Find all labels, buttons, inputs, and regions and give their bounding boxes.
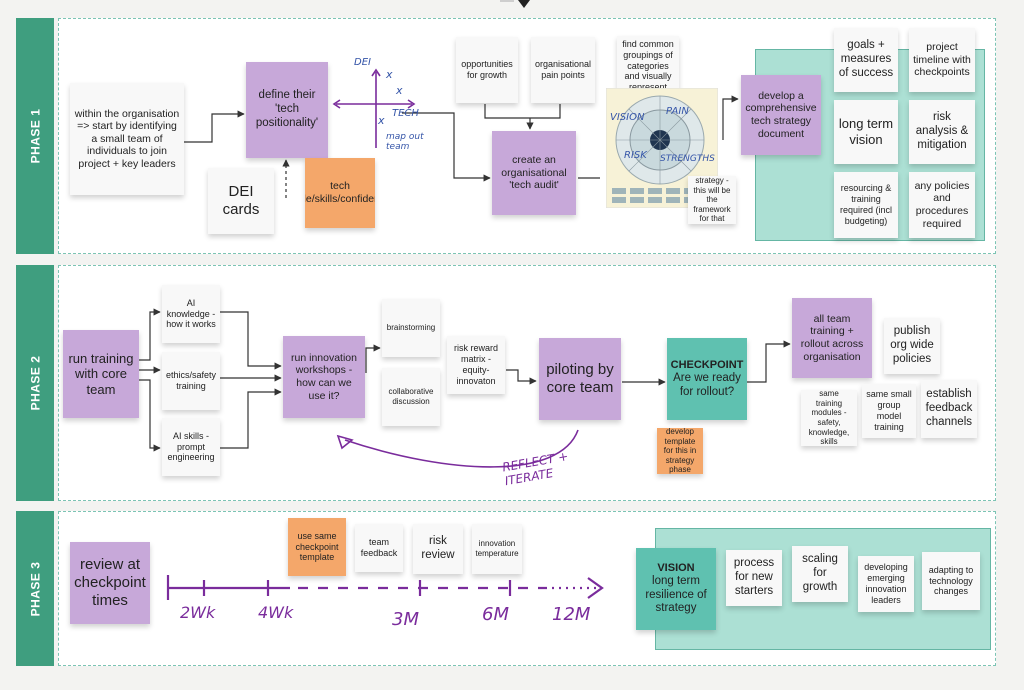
note-strategy-doc[interactable]: develop a comprehensive tech strategy do…: [741, 75, 821, 155]
note-team-feedback[interactable]: team feedback: [355, 524, 403, 572]
timeline-3m: 3M: [392, 609, 419, 630]
hw-risk: RISK: [624, 150, 647, 161]
hw-x-mark-3: x: [378, 114, 385, 127]
note-risk-reward[interactable]: risk reward matrix - equity-innovaton: [447, 336, 505, 394]
hw-dei: DEI: [354, 57, 371, 68]
note-developing-leaders[interactable]: developing emerging innovation leaders: [858, 556, 914, 612]
note-ethics[interactable]: ethics/safety training: [162, 352, 220, 410]
hw-tech: TECH: [392, 108, 419, 119]
note-policies[interactable]: any policies and procedures required: [909, 172, 975, 238]
note-risk-review[interactable]: risk review: [413, 524, 463, 574]
note-collaborative[interactable]: collaborative discussion: [382, 368, 440, 426]
note-opportunities[interactable]: opportunities for growth: [456, 37, 518, 103]
note-core-team[interactable]: within the organisation => start by iden…: [70, 83, 184, 195]
hw-vision: VISION: [610, 112, 645, 123]
note-innovation-temp[interactable]: innovation temperature: [472, 524, 522, 574]
phase1-tab[interactable]: PHASE 1: [16, 18, 54, 254]
vision-title: VISION: [657, 561, 695, 574]
note-use-same-template[interactable]: use same checkpoint template: [288, 518, 346, 576]
phase3-tab[interactable]: PHASE 3: [16, 511, 54, 666]
note-pain-points[interactable]: organisational pain points: [531, 37, 595, 103]
note-tech-positionality[interactable]: define their 'tech positionality': [246, 62, 328, 158]
note-same-group[interactable]: same small group model training: [862, 384, 916, 438]
note-setup-strategy[interactable]: set up for strategy - this will be the f…: [688, 176, 736, 224]
note-scaling[interactable]: scaling for growth: [792, 546, 848, 602]
note-goals[interactable]: goals + measures of success: [834, 28, 898, 92]
note-tech-attitude[interactable]: tech attitude/skills/confidence??: [305, 158, 375, 228]
timeline-2wk: 2Wk: [180, 603, 216, 622]
note-develop-template[interactable]: develop template for this in strategy ph…: [657, 428, 703, 474]
hw-x-mark-2: x: [396, 84, 403, 97]
note-risk-analysis[interactable]: risk analysis & mitigation: [909, 100, 975, 164]
note-review-checkpoints[interactable]: review at checkpoint times: [70, 542, 150, 624]
timeline-4wk: 4Wk: [258, 603, 294, 622]
checkpoint-body: Are we ready for rollout?: [673, 371, 741, 398]
note-feedback-channels[interactable]: establish feedback channels: [921, 380, 977, 438]
hw-map-out-team: map out team: [386, 132, 424, 152]
note-same-modules[interactable]: same training modules - safety, knowledg…: [801, 390, 857, 446]
note-adapting[interactable]: adapting to technology changes: [922, 552, 980, 610]
note-ai-skills[interactable]: AI skills - prompt engineering: [162, 418, 220, 476]
vision-body: long term resilience of strategy: [645, 574, 707, 615]
note-dei-cards[interactable]: DEI cards: [208, 168, 274, 234]
note-common-groupings[interactable]: find common groupings of categories and …: [617, 36, 679, 96]
note-brainstorming[interactable]: brainstorming: [382, 299, 440, 357]
hw-x-mark-1: x: [386, 68, 393, 81]
phase2-tab[interactable]: PHASE 2: [16, 265, 54, 501]
top-arrow: [500, 0, 530, 8]
hw-strengths: STRENGTHS: [660, 154, 715, 164]
hw-pain: PAIN: [666, 106, 689, 117]
note-process-new-starters[interactable]: process for new starters: [726, 550, 782, 606]
note-run-training[interactable]: run training with core team: [63, 330, 139, 418]
note-publish[interactable]: publish org wide policies: [884, 318, 940, 374]
note-all-team[interactable]: all team training + rollout across organ…: [792, 298, 872, 378]
note-ai-knowledge[interactable]: AI knowledge - how it works: [162, 285, 220, 343]
checkpoint-title: CHECKPOINT: [670, 358, 744, 371]
note-timeline[interactable]: project timeline with checkpoints: [909, 28, 975, 92]
note-resourcing[interactable]: resourcing & training required (incl bud…: [834, 172, 898, 238]
timeline-6m: 6M: [482, 604, 509, 625]
note-tech-audit[interactable]: create an organisational 'tech audit': [492, 131, 576, 215]
note-piloting[interactable]: piloting by core team: [539, 338, 621, 420]
timeline-12m: 12M: [552, 604, 591, 625]
note-innovation-workshops[interactable]: run innovation workshops - how can we us…: [283, 336, 365, 418]
note-long-term-vision[interactable]: long term vision: [834, 100, 898, 164]
